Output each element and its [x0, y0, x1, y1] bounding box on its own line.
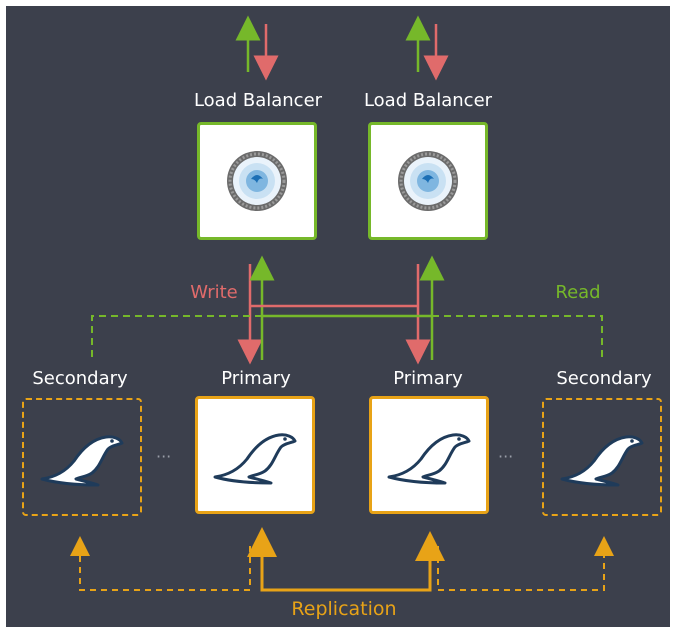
mariadb-seal-icon — [560, 435, 644, 487]
primary-node-right — [369, 396, 489, 514]
replication-label: Replication — [291, 598, 397, 620]
load-balancer-node-left — [197, 122, 317, 240]
write-label: Write — [190, 282, 238, 303]
dots-right: ··· — [498, 447, 513, 466]
read-dashed-right — [432, 315, 603, 362]
load-balancer-icon — [398, 151, 458, 211]
replication-dashed-left — [70, 536, 251, 591]
replication-link — [260, 531, 445, 592]
load-balancer-icon — [227, 151, 287, 211]
primary-label-left: Primary — [221, 368, 291, 389]
mariadb-seal-icon — [213, 433, 297, 485]
primary-node-left — [195, 396, 315, 514]
secondary-node-right — [542, 398, 662, 516]
load-balancer-label-right: Load Balancer — [363, 90, 493, 111]
read-dashed-left — [91, 315, 262, 362]
secondary-label-right: Secondary — [556, 368, 652, 389]
load-balancer-node-right — [368, 122, 488, 240]
replication-dashed-right — [437, 536, 614, 591]
mariadb-seal-icon — [387, 433, 471, 485]
mariadb-seal-icon — [40, 435, 124, 487]
secondary-label-left: Secondary — [32, 368, 128, 389]
secondary-node-left — [22, 398, 142, 516]
primary-label-right: Primary — [393, 368, 463, 389]
load-balancer-label-left: Load Balancer — [193, 90, 323, 111]
dots-left: ··· — [156, 447, 171, 466]
read-label: Read — [555, 282, 601, 303]
